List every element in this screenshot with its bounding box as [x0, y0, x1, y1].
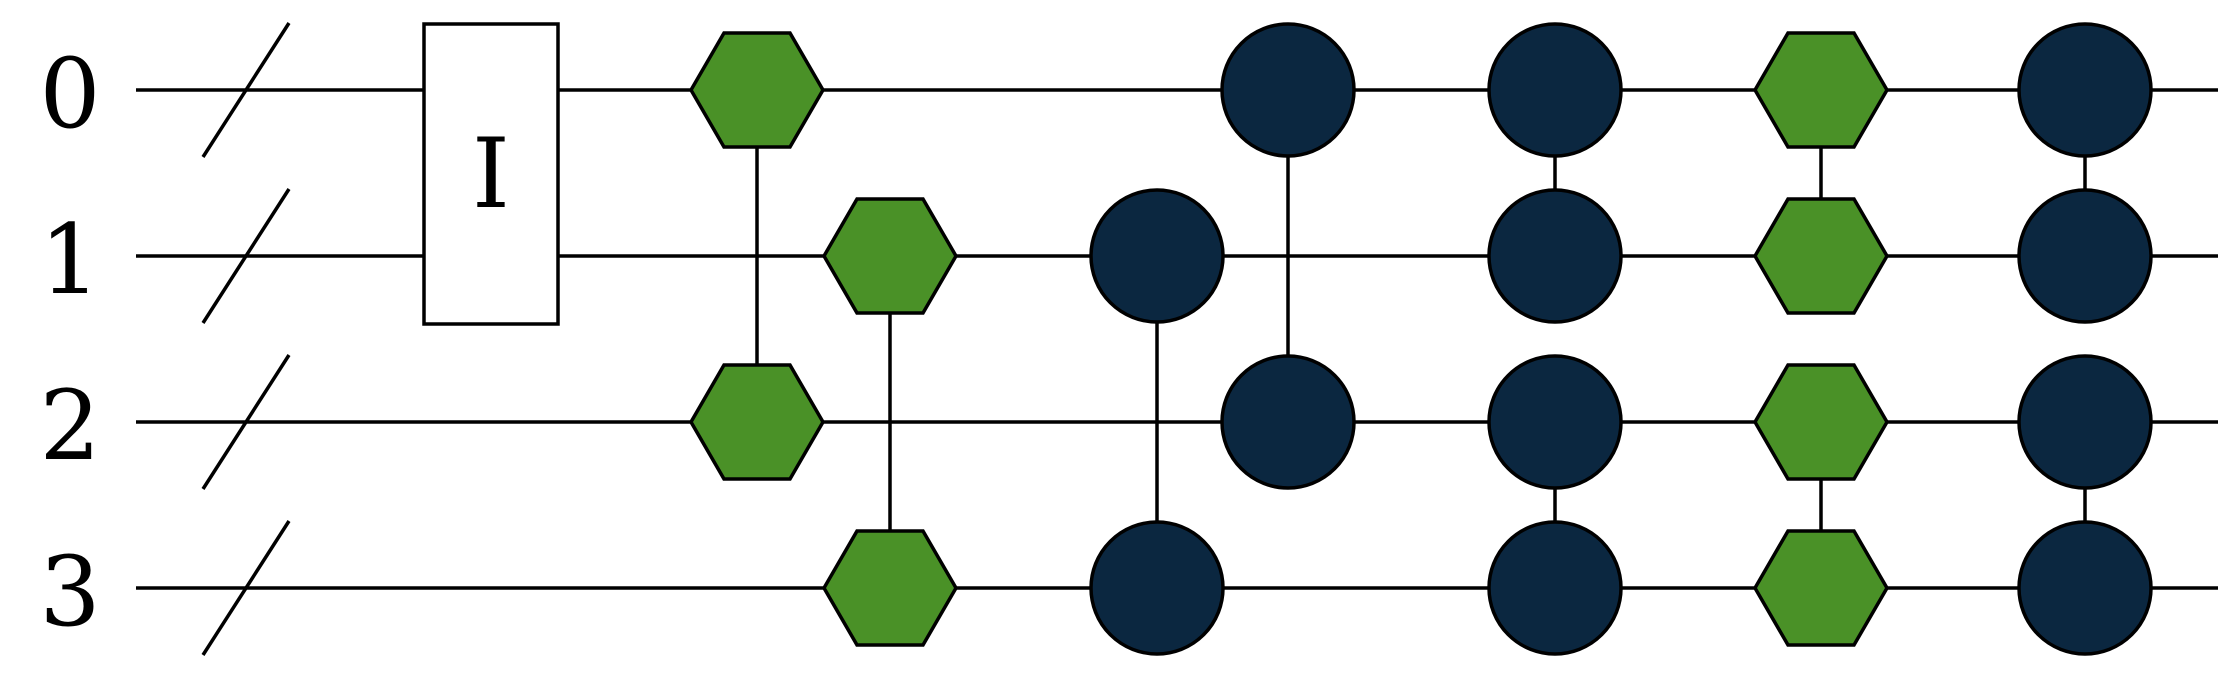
hexagon-gate-col2-q3 — [821, 529, 959, 647]
qubit-label-0: 0 — [39, 38, 100, 150]
bundle-slash-3 — [201, 520, 291, 656]
circle-gate-col4-q0 — [1220, 22, 1356, 158]
hexagon-gate-col6-q3 — [1752, 529, 1890, 647]
qubit-labels: 0 1 2 3 — [39, 38, 100, 648]
qubit-label-2: 2 — [39, 370, 100, 482]
identity-gate-label: I — [472, 118, 510, 230]
bundle-slash-0 — [201, 22, 291, 158]
circle-gate-col5-q3 — [1487, 520, 1623, 656]
circle-gate-col7-q2 — [2017, 354, 2153, 490]
circle-gate-col5-q1 — [1487, 188, 1623, 324]
hexagon-gate-col6-q0 — [1752, 31, 1890, 149]
identity-gate: I — [422, 22, 560, 326]
hexagon-gate-col1-q2 — [688, 363, 826, 481]
circle-gate-col7-q3 — [2017, 520, 2153, 656]
hexagon-gate-col2-q1 — [821, 197, 959, 315]
bundle-slash-1 — [201, 188, 291, 324]
qubit-label-1: 1 — [39, 204, 100, 316]
circle-gate-col5-q2 — [1487, 354, 1623, 490]
circle-gate-col5-q0 — [1487, 22, 1623, 158]
bundle-slash-2 — [201, 354, 291, 490]
circle-gate-col3-q3 — [1089, 520, 1225, 656]
circle-gate-col3-q1 — [1089, 188, 1225, 324]
bundle-slashes — [201, 22, 291, 656]
hexagon-gate-col6-q2 — [1752, 363, 1890, 481]
circle-gate-col7-q0 — [2017, 22, 2153, 158]
gate-symbols — [688, 22, 2153, 656]
gate-connectors — [755, 90, 2087, 588]
circle-gate-col7-q1 — [2017, 188, 2153, 324]
hexagon-gate-col1-q0 — [688, 31, 826, 149]
circle-gate-col4-q2 — [1220, 354, 1356, 490]
hexagon-gate-col6-q1 — [1752, 197, 1890, 315]
identity-gate-box — [422, 22, 560, 326]
qubit-label-3: 3 — [39, 536, 100, 648]
